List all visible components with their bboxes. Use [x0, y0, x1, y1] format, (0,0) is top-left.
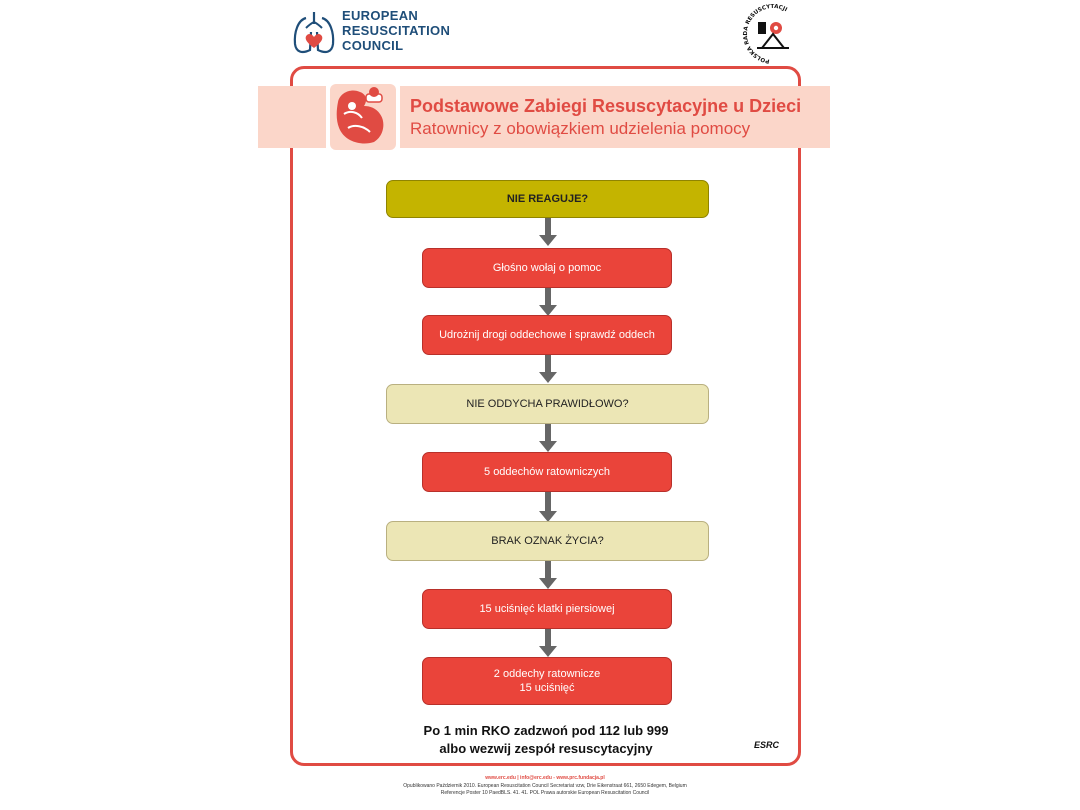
- flow-arrow: [539, 355, 557, 383]
- flow-arrow: [539, 218, 557, 246]
- flow-arrow: [539, 288, 557, 316]
- erc-name-line1: EUROPEAN: [342, 8, 419, 23]
- banner-left-band: [258, 86, 326, 148]
- step-fifteen-compressions: 15 uciśnięć klatki piersiowej: [422, 589, 672, 629]
- flow-arrow: [539, 492, 557, 522]
- esrc-signature: ESRC: [754, 740, 780, 750]
- rescuer-child-illustration: [330, 84, 396, 150]
- poster-title: Podstawowe Zabiegi Resuscytacyjne u Dzie…: [410, 96, 802, 116]
- step-unresponsive: NIE REAGUJE?: [386, 180, 709, 218]
- copyright-note: Referencje Poster 10 PaedBLS. 41. 41. PO…: [440, 790, 650, 796]
- erc-name-line2: RESUSCITATION: [342, 23, 451, 38]
- step-shout-for-help: Głośno wołaj o pomoc: [422, 248, 672, 288]
- step-open-airway: Udrożnij drogi oddechowe i sprawdź oddec…: [422, 315, 672, 355]
- step-five-rescue-breaths: 5 oddechów ratowniczych: [422, 452, 672, 492]
- emergency-call-line2: albo wezwij zespół resuscytacyjny: [439, 741, 653, 756]
- lungs-heart-icon: [293, 12, 335, 54]
- poster-subtitle: Ratownicy z obowiązkiem udzielenia pomoc…: [410, 119, 751, 138]
- web-links: www.erc.edu | info@erc.edu - www.prc.fun…: [485, 775, 605, 781]
- flow-arrow: [539, 424, 557, 452]
- erc-name-line3: COUNCIL: [342, 38, 404, 53]
- flow-arrow: [539, 629, 557, 657]
- emergency-call-line1: Po 1 min RKO zadzwoń pod 112 lub 999: [423, 723, 669, 738]
- step-not-breathing-normally: NIE ODDYCHA PRAWIDŁOWO?: [386, 384, 709, 424]
- emergency-call-note: Po 1 min RKO zadzwoń pod 112 lub 999 alb…: [296, 722, 796, 758]
- banner-right-band: [400, 86, 830, 148]
- prc-logo: POLSKA RADA RESUSCYTACJI: [738, 4, 808, 66]
- flow-arrow: [539, 561, 557, 589]
- erc-logo: EUROPEAN RESUSCITATION COUNCIL: [292, 8, 462, 58]
- step-no-signs-of-life: BRAK OZNAK ŻYCIA?: [386, 521, 709, 561]
- publication-note: Opublikowano Październik 2010. European …: [403, 783, 687, 789]
- step-two-breaths-fifteen-compressions: 2 oddechy ratownicze 15 uciśnięć: [422, 657, 672, 705]
